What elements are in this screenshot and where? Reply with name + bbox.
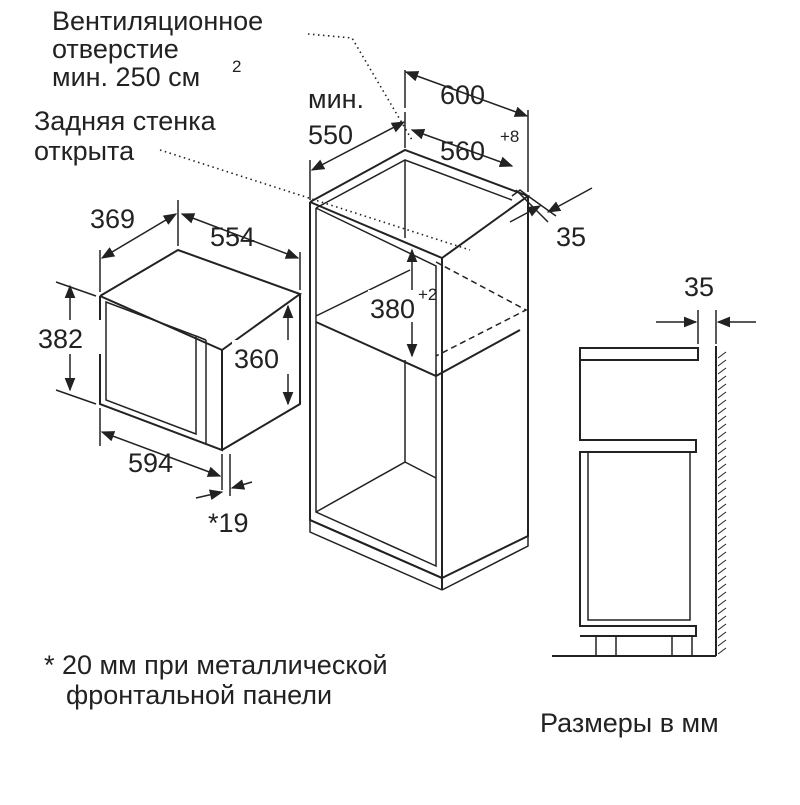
dim-min-label: мин. (308, 84, 364, 114)
dim-niche-width: 560 +8 (410, 127, 519, 167)
wall-hatch-stroke (717, 567, 727, 575)
dim-appliance-front-width: 594 (99, 408, 223, 490)
wall-hatch-stroke (717, 591, 727, 599)
side-view (552, 346, 727, 657)
dim-appliance-height-value: 382 (38, 324, 83, 354)
wall-hatch-stroke (717, 415, 727, 423)
dim-cabinet-gap-value: 35 (556, 222, 586, 252)
wall-hatch-stroke (717, 431, 727, 439)
wall-hatch-stroke (717, 351, 727, 359)
back-wall-text-line2: открыта (34, 136, 135, 166)
wall-hatch-stroke (717, 615, 727, 623)
dim-appliance-depth-value: 369 (90, 204, 135, 234)
vent-note: Вентиляционное отверстие мин. 250 см 2 (52, 6, 413, 141)
dim-niche-height-value: 380 (370, 294, 415, 324)
wall-hatch-stroke (717, 599, 727, 607)
dim-appliance-front-width-value: 594 (128, 448, 173, 478)
wall-hatch-stroke (717, 519, 727, 527)
wall-hatch-stroke (717, 575, 727, 583)
wall-hatch-stroke (717, 551, 727, 559)
back-wall-note: Задняя стенка открыта (34, 106, 471, 251)
dim-front-offset-value: *19 (208, 508, 249, 538)
dim-side-gap-value: 35 (684, 272, 714, 302)
wall-hatch-stroke (717, 359, 727, 367)
wall-hatch-stroke (717, 463, 727, 471)
tall-cabinet (309, 148, 531, 591)
wall-hatch-stroke (717, 423, 727, 431)
vent-text-line1: Вентиляционное (52, 6, 263, 36)
wall-hatch-stroke (717, 407, 727, 415)
vent-text-line2: отверстие (52, 34, 179, 64)
wall-hatch-stroke (717, 583, 727, 591)
wall-hatch-stroke (717, 559, 727, 567)
appliance-box (99, 248, 303, 452)
wall-hatch-stroke (717, 447, 727, 455)
wall-hatch-stroke (717, 495, 727, 503)
dim-niche-height: 380 +2 (368, 248, 437, 358)
wall-hatch-stroke (717, 535, 727, 543)
wall-hatch-stroke (717, 367, 727, 375)
wall-hatch-stroke (717, 503, 727, 511)
wall-hatch-stroke (717, 439, 727, 447)
dim-min-depth-value: 550 (308, 120, 353, 150)
dim-cabinet-gap: 35 (509, 187, 593, 252)
dim-appliance-top-width-value: 554 (210, 222, 255, 252)
footnote-line2: фронтальной панели (66, 680, 332, 710)
dim-appliance-inner-height: 360 (232, 304, 298, 406)
wall-hatch-stroke (717, 639, 727, 647)
dim-appliance-height: 382 (34, 281, 102, 405)
wall-hatch-stroke (717, 527, 727, 535)
wall-hatch-stroke (717, 543, 727, 551)
units-caption: Размеры в мм (540, 708, 719, 738)
dim-niche-width-tolerance: +8 (500, 127, 519, 146)
dim-cabinet-width: 600 (404, 70, 529, 192)
dim-side-gap: 35 (656, 272, 756, 344)
wall-hatch-stroke (717, 647, 727, 655)
dim-appliance-top-width: 554 (180, 213, 301, 290)
dim-niche-height-tolerance: +2 (418, 285, 437, 304)
wall-hatch-stroke (717, 471, 727, 479)
back-wall-leader-line (159, 149, 471, 251)
wall-hatch-stroke (717, 455, 727, 463)
dim-min-depth: мин. 550 (308, 84, 406, 200)
wall-hatch-stroke (717, 375, 727, 383)
wall-hatch-stroke (717, 383, 727, 391)
dim-cabinet-width-value: 600 (440, 80, 485, 110)
footnote-line1: * 20 мм при металлической (44, 650, 388, 680)
dim-niche-width-value: 560 (440, 136, 485, 166)
vent-text-superscript: 2 (232, 57, 241, 76)
vent-text-line3: мин. 250 см (52, 62, 200, 92)
dim-front-offset: *19 (195, 454, 253, 538)
wall-hatch-stroke (717, 631, 727, 639)
wall-hatch-stroke (717, 399, 727, 407)
wall-hatching (717, 351, 727, 655)
wall-hatch-stroke (717, 511, 727, 519)
wall-hatch-stroke (717, 607, 727, 615)
dim-appliance-depth: 369 (90, 200, 179, 292)
wall-hatch-stroke (717, 391, 727, 399)
dim-appliance-inner-height-value: 360 (234, 344, 279, 374)
wall-hatch-stroke (717, 623, 727, 631)
wall-hatch-stroke (717, 487, 727, 495)
wall-hatch-stroke (717, 479, 727, 487)
back-wall-text-line1: Задняя стенка (34, 106, 217, 136)
